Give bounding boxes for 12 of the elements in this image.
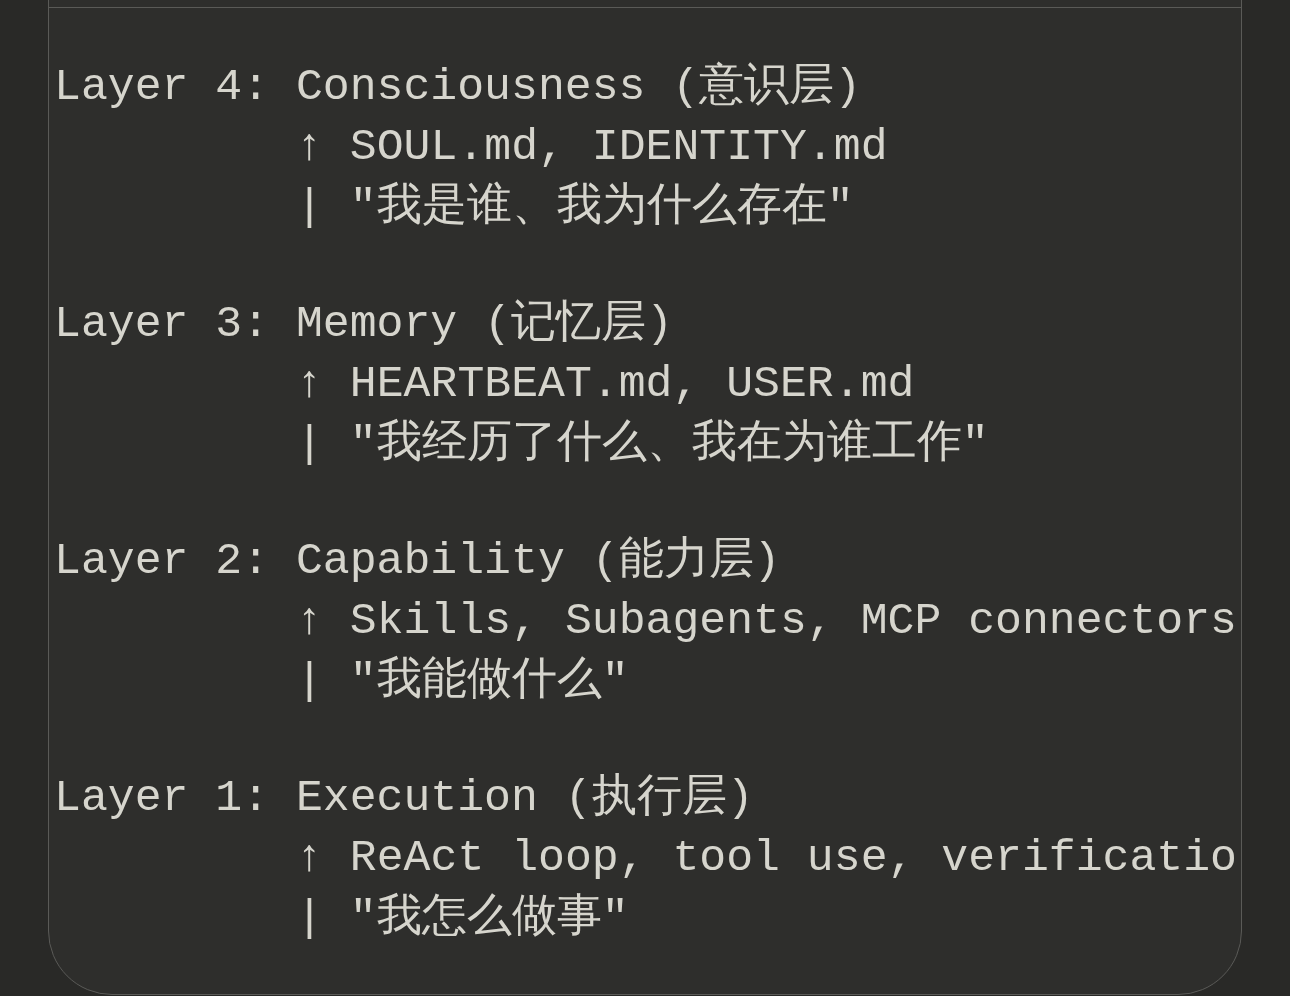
code-line: ↑ HEARTBEAT.md, USER.md (296, 358, 915, 411)
code-line: | "我是谁、我为什么存在" (296, 181, 854, 234)
layer-heading: Layer 1: Execution (执行层) (54, 772, 754, 825)
layer-heading: Layer 3: Memory (记忆层) (54, 298, 673, 351)
code-line: ↑ ReAct loop, tool use, verificatio (296, 832, 1237, 885)
layer-heading: Layer 4: Consciousness (意识层) (54, 60, 862, 114)
code-line: ↑ SOUL.md, IDENTITY.md (296, 121, 888, 174)
code-line: | "我怎么做事" (296, 892, 629, 945)
code-line: | "我经历了什么、我在为谁工作" (296, 418, 989, 471)
layer-heading: Layer 2: Capability (能力层) (54, 535, 781, 588)
code-line: | "我能做什么" (296, 655, 629, 708)
code-line: ↑ Skills, Subagents, MCP connectors (296, 595, 1237, 648)
